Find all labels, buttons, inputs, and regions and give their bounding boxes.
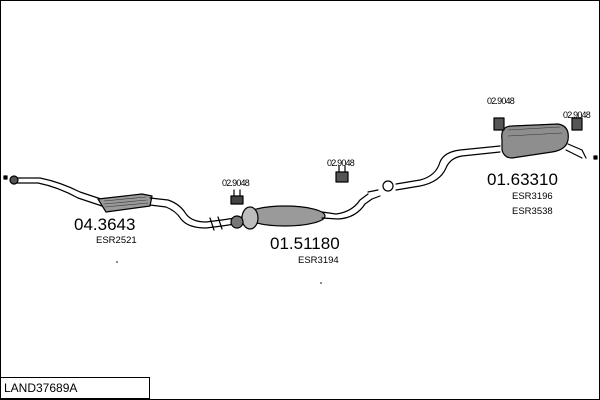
rubber-mount-1	[9, 175, 19, 185]
part-ref-label: ESR3194	[298, 255, 339, 266]
part-number-label: 01.51180	[270, 234, 340, 253]
diagram-code-box: LAND37689A	[0, 377, 150, 399]
connector-ring	[382, 180, 394, 192]
front-pipe-inner	[13, 182, 103, 207]
mount-label: 02.9048	[222, 178, 250, 188]
mount-label: 02.9048	[327, 158, 355, 168]
part-number-label: 01.63310	[487, 170, 558, 189]
part-number-label: 04.3643	[74, 215, 136, 234]
diagram-code: LAND37689A	[4, 381, 78, 395]
part-ref-label: ESR3196	[512, 191, 553, 202]
part-ref-label: ESR3538	[512, 206, 553, 217]
mount-label: 02.9048	[487, 96, 515, 106]
part-ref-label: ESR2521	[96, 235, 137, 246]
catalytic-converter	[97, 193, 153, 213]
hanger-mount-d	[571, 117, 583, 131]
clamp	[230, 215, 244, 229]
rear-intermediate-pipe	[321, 193, 369, 215]
tailpipe	[565, 143, 583, 159]
rear-silencer	[501, 123, 569, 159]
intermediate-pipe	[149, 197, 223, 223]
hanger-mount-c	[493, 117, 505, 131]
hanger-mount-b	[335, 171, 349, 183]
mount-label: 02.9048	[563, 110, 591, 120]
front-pipe	[13, 177, 105, 201]
tail-connect-pipe	[395, 145, 501, 185]
pipe-flange	[209, 216, 223, 231]
